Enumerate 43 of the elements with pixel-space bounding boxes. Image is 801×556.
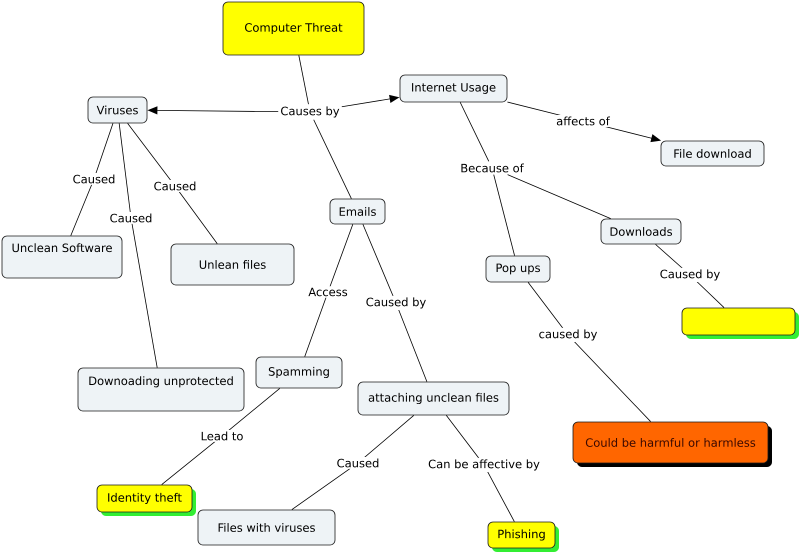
connector-line bbox=[528, 282, 651, 422]
concept-box: Viruses bbox=[88, 96, 148, 124]
connector-line bbox=[127, 123, 218, 244]
linking-phrase: Because of bbox=[461, 164, 524, 172]
connector-line bbox=[493, 174, 515, 256]
edge-label: Lead to bbox=[199, 430, 245, 442]
linking-phrase: Causes by bbox=[281, 106, 340, 118]
edge-label: Caused bbox=[71, 173, 117, 185]
connector-line bbox=[118, 123, 158, 368]
concept-box: Unlean files bbox=[170, 244, 294, 286]
edge-label: Caused bbox=[108, 212, 154, 224]
connector-line bbox=[161, 388, 280, 485]
connector-line bbox=[313, 119, 352, 199]
connector-line bbox=[304, 224, 354, 357]
edge-label: Can be affective by bbox=[426, 458, 542, 472]
edge-label: Caused bbox=[335, 457, 381, 469]
edge-label: Access bbox=[306, 286, 350, 298]
edge-label: caused by bbox=[537, 328, 599, 342]
concept-box: Phishing bbox=[488, 522, 559, 552]
concept-box: Unclean Software bbox=[2, 236, 122, 278]
edge-label: Caused bbox=[152, 180, 198, 192]
concept-box: Internet Usage bbox=[400, 74, 508, 102]
concept-box: Could be harmful or harmless bbox=[572, 422, 772, 467]
concept-box: attaching unclean files bbox=[358, 382, 510, 416]
concept-box: Spamming bbox=[256, 356, 342, 388]
concept-box: Computer Threat bbox=[222, 2, 364, 56]
concept-box: Files with viruses bbox=[198, 510, 336, 546]
connector-line bbox=[292, 414, 414, 510]
concept-box: Downloads bbox=[600, 218, 682, 244]
concept-box: File download bbox=[660, 140, 764, 166]
concept-box bbox=[682, 308, 799, 339]
edge-label: affects of bbox=[554, 115, 612, 127]
concept-box: Emails bbox=[330, 198, 386, 224]
connector-line bbox=[298, 55, 309, 105]
connector-line bbox=[70, 123, 114, 236]
connector-line bbox=[362, 224, 428, 382]
concept-box: Downoading unprotected bbox=[78, 368, 244, 412]
concept-box: Identity theft bbox=[96, 484, 196, 516]
edge-label: Caused by bbox=[364, 296, 428, 310]
connector-line bbox=[460, 102, 490, 162]
concept-box: Pop ups bbox=[486, 256, 550, 282]
edge-label: Caused by bbox=[658, 268, 722, 282]
connector-line bbox=[507, 174, 612, 219]
